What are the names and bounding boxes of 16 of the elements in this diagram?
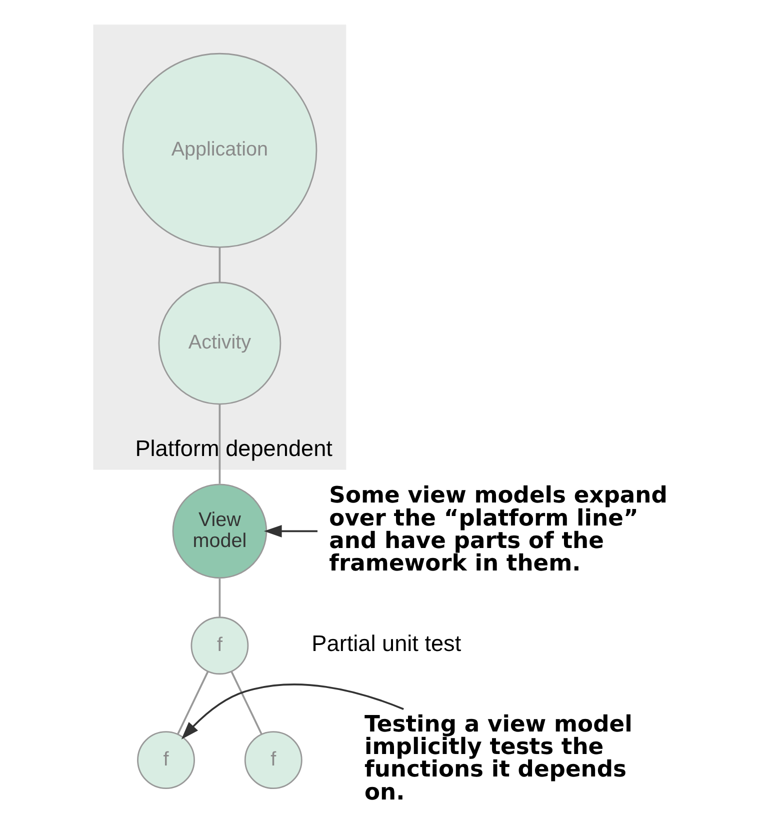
connector [176, 671, 208, 735]
arrow [263, 524, 317, 538]
arrow [180, 684, 404, 740]
node-circle: f [190, 616, 248, 675]
connector [218, 578, 220, 617]
node-circle: f [136, 731, 194, 790]
node-circle: Activity [158, 282, 281, 405]
connector [218, 247, 220, 282]
node-text: Testing a view model implicitly tests the functions it depends on. [364, 712, 632, 806]
connector [230, 671, 262, 735]
node-text: Some view models expand over the “platform line” and have parts of the framework in them. [328, 482, 667, 576]
connector [218, 404, 220, 484]
node-circle: View model [172, 484, 267, 579]
node-circle: Application [122, 52, 317, 248]
node-circle: f [244, 731, 302, 790]
label: Partial unit test [311, 630, 461, 656]
